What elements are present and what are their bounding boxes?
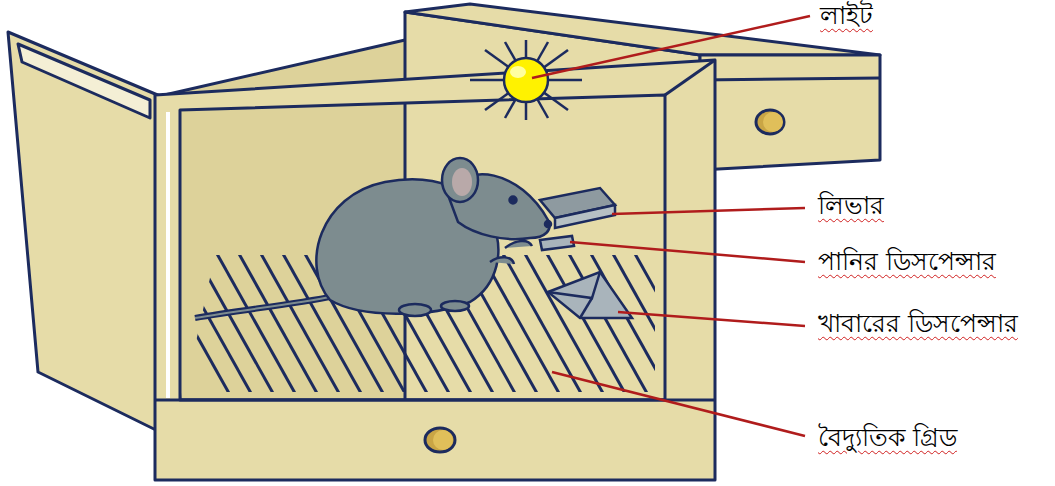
grid-bar (194, 252, 274, 395)
knob (756, 110, 784, 134)
leader-lines (532, 16, 810, 436)
grid-bar (172, 252, 252, 395)
frame-edge (665, 60, 715, 95)
mouse (195, 158, 574, 318)
grid-bar (502, 252, 582, 395)
grid-bar (634, 252, 714, 395)
grid-bar (612, 252, 692, 395)
grid-bar (656, 252, 736, 395)
knob-highlight (433, 430, 453, 450)
knob-highlight (763, 112, 783, 132)
grid-bar (216, 252, 296, 395)
grid-bar (150, 252, 230, 395)
rail-edge (700, 78, 880, 80)
front-frame (155, 60, 715, 480)
grid-bar (524, 252, 604, 395)
frame-edge (155, 399, 715, 402)
part-label: খাবারের ডিসপেন্সার (818, 308, 1018, 340)
grid-bar (678, 252, 758, 395)
top-rim (18, 44, 150, 118)
part-label: বৈদ্যুতিক গ্রিড (818, 422, 957, 454)
part-label: লাইট (820, 0, 873, 32)
side-panel (8, 32, 160, 432)
light-bulb (470, 40, 582, 120)
top-rail (405, 4, 880, 55)
part-label: পানির ডিসপেন্সার (818, 246, 996, 278)
part-label: লিভার (818, 190, 884, 222)
grid-bar (238, 252, 318, 395)
rail-end (700, 55, 880, 170)
glass-shine (166, 112, 170, 398)
lever (540, 188, 615, 228)
knob (425, 428, 455, 452)
grid-bar (568, 252, 648, 395)
